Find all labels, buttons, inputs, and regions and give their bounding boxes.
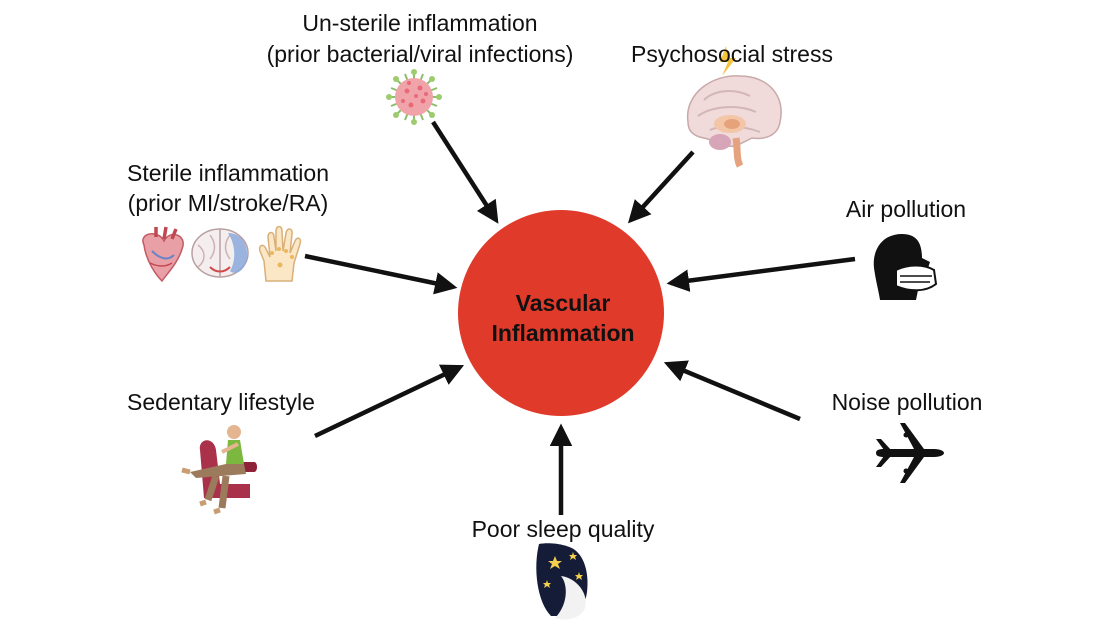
brain-icon <box>191 228 249 278</box>
vascular-inflammation-label: Vascular Inflammation <box>460 288 666 348</box>
hand-icon <box>258 225 302 282</box>
label-sterile-line1: Sterile inflammation <box>127 160 329 186</box>
arrow-sedentary <box>314 364 465 439</box>
label-sterile-line2: (prior MI/stroke/RA) <box>127 190 329 216</box>
airplane-icon <box>876 423 944 483</box>
arrow-noise <box>663 360 801 422</box>
label-noise-pollution: Noise pollution <box>831 389 983 415</box>
label-air-pollution: Air pollution <box>845 196 967 222</box>
vascular-inflammation-circle <box>458 210 664 416</box>
label-unsterile-line2: (prior bacterial/viral infections) <box>266 41 574 67</box>
label-unsterile-line1: Un-sterile inflammation <box>302 10 538 36</box>
arrow-sterile <box>304 253 458 295</box>
center-line-1: Vascular <box>515 290 611 316</box>
sitting-person-icon <box>181 425 257 515</box>
label-sedentary: Sedentary lifestyle <box>127 389 315 415</box>
arrow-psychosocial <box>627 150 695 224</box>
center-line-2: Inflammation <box>491 320 635 346</box>
arrow-unsterile <box>431 120 499 224</box>
virus-icon <box>386 69 442 125</box>
moon-stars-icon <box>536 543 588 620</box>
label-poor-sleep: Poor sleep quality <box>471 516 655 542</box>
heart-icon <box>142 226 184 283</box>
label-psychosocial: Psychosocial stress <box>631 41 833 67</box>
arrow-air <box>666 256 856 292</box>
face-mask-icon <box>873 234 938 300</box>
brain-stress-icon <box>686 46 782 168</box>
